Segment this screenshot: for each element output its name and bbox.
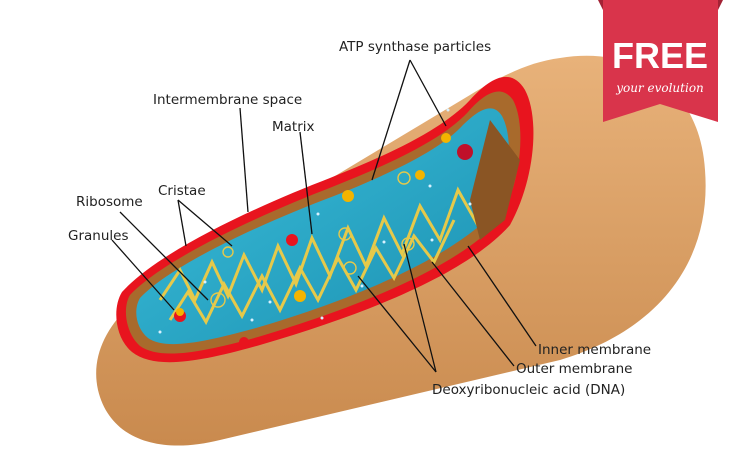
- label-dna: Deoxyribonucleic acid (DNA): [432, 382, 625, 398]
- label-cristae: Cristae: [158, 183, 206, 199]
- cristae-folds: [158, 169, 492, 326]
- label-inner-membrane: Inner membrane: [538, 342, 651, 358]
- dna-loops: [210, 171, 415, 308]
- leader-lines: [111, 59, 537, 373]
- ribosome-dots: [158, 108, 472, 334]
- badge-subtitle: your evolution: [615, 81, 704, 95]
- label-matrix: Matrix: [272, 119, 315, 135]
- label-atp-synthase: ATP synthase particles: [339, 39, 491, 55]
- label-intermembrane-space: Intermembrane space: [153, 92, 302, 108]
- free-badge[interactable]: FREE your evolution: [598, 0, 723, 122]
- label-outer-membrane: Outer membrane: [516, 361, 632, 377]
- matrix-shape: [136, 108, 509, 345]
- inner-membrane-cut: [470, 120, 520, 240]
- badge-ribbon: [603, 0, 718, 122]
- granules: [174, 133, 473, 347]
- label-ribosome: Ribosome: [76, 194, 143, 210]
- badge-title: FREE: [612, 35, 708, 76]
- label-granules: Granules: [68, 228, 129, 244]
